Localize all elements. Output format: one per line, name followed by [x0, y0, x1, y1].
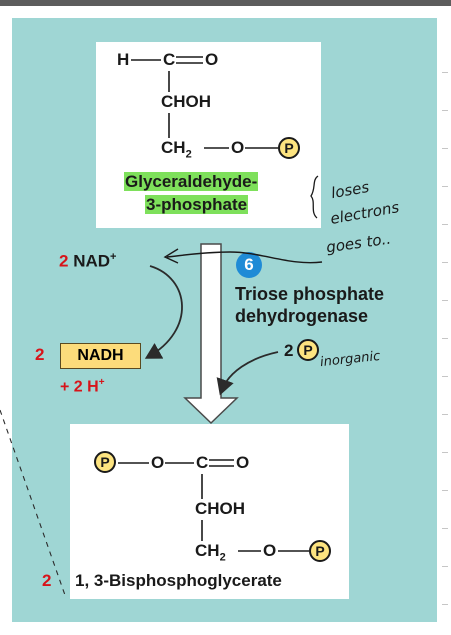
glyceraldehyde-name-line2: 3-phosphate	[145, 195, 249, 214]
scroll-tick	[442, 148, 448, 149]
glyceraldehyde-name-line1: Glyceraldehyde-	[124, 172, 259, 191]
dashed-guide-line	[0, 409, 67, 599]
right-scroll-ticks	[440, 20, 451, 620]
atom-o-carbonyl: O	[236, 453, 250, 472]
handwritten-arrow	[166, 251, 323, 264]
step-badge: 6	[236, 252, 262, 278]
atom-h: H	[117, 50, 130, 69]
nadh-box: NADH	[60, 343, 141, 369]
nad-to-nadh-arrow	[144, 265, 183, 359]
atom-o-bottom: O	[263, 541, 277, 560]
inorganic-phosphate-icon: P	[297, 339, 319, 361]
inorganic-phosphate-count: 2	[284, 341, 294, 360]
reaction-arrow	[183, 243, 239, 425]
atom-o: O	[205, 50, 219, 69]
group-ch2-bottom: CH2	[195, 541, 226, 564]
handwritten-brace	[310, 175, 319, 219]
scroll-tick	[442, 338, 448, 339]
scroll-tick	[442, 414, 448, 415]
bisphosphoglycerate-count: 2	[42, 571, 52, 590]
phosphate-right-icon: P	[309, 540, 331, 562]
scroll-tick	[442, 300, 448, 301]
atom-c-bottom: C	[196, 453, 209, 472]
handwritten-arrowhead	[163, 248, 179, 264]
phosphate-in-arrow	[216, 351, 279, 396]
group-chohh-bottom: CHOH	[195, 499, 246, 518]
nadh-count: 2	[35, 345, 45, 364]
enzyme-name-line1: Triose phosphate	[235, 284, 385, 304]
scroll-tick	[442, 110, 448, 111]
scroll-tick	[442, 452, 448, 453]
phosphate-icon: P	[278, 137, 300, 159]
scroll-tick	[442, 528, 448, 529]
enzyme-name-line2: dehydrogenase	[235, 306, 369, 326]
scroll-tick	[442, 604, 448, 605]
scroll-tick	[442, 262, 448, 263]
scroll-tick	[442, 224, 448, 225]
scroll-tick	[442, 376, 448, 377]
atom-o-ester: O	[231, 138, 245, 157]
nad-label: 2 NAD+	[59, 251, 117, 271]
scroll-tick	[442, 72, 448, 73]
scroll-tick	[442, 566, 448, 567]
phosphate-left-icon: P	[94, 451, 116, 473]
top-border-bar	[0, 0, 451, 6]
bisphosphoglycerate-card	[70, 424, 349, 599]
group-ch2: CH2	[161, 138, 192, 161]
bisphosphoglycerate-name: 1, 3-Bisphosphoglycerate	[75, 571, 282, 590]
group-chohh: CHOH	[161, 92, 212, 111]
atom-c: C	[163, 50, 176, 69]
atom-o-left: O	[151, 453, 165, 472]
scroll-tick	[442, 186, 448, 187]
plus-2h: + 2 H+	[60, 377, 105, 396]
scroll-tick	[442, 490, 448, 491]
